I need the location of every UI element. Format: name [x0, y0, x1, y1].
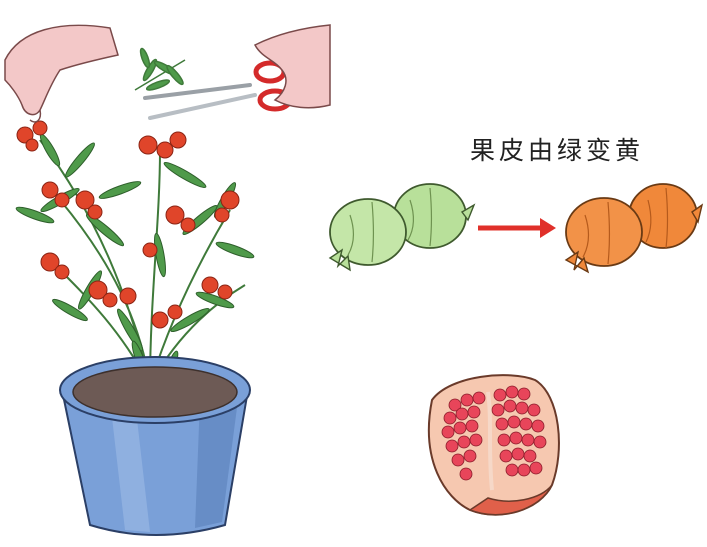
pomegranate-arils	[441, 385, 547, 481]
green-pomegranates	[328, 183, 476, 272]
hand-pinching-flower	[4, 24, 119, 123]
caption-peel-color-change: 果皮由绿变黄	[470, 136, 645, 165]
hand-holding-scissors	[253, 24, 331, 109]
orange-pomegranates	[564, 183, 704, 274]
arrow	[478, 218, 556, 238]
opened-pomegranate	[427, 374, 560, 516]
plant-flowers	[16, 120, 240, 329]
pruning-scene	[134, 24, 331, 120]
flower-pot	[59, 356, 251, 536]
plant-stems	[39, 139, 246, 386]
pruned-twig	[134, 47, 186, 91]
potted-plant	[15, 120, 255, 536]
